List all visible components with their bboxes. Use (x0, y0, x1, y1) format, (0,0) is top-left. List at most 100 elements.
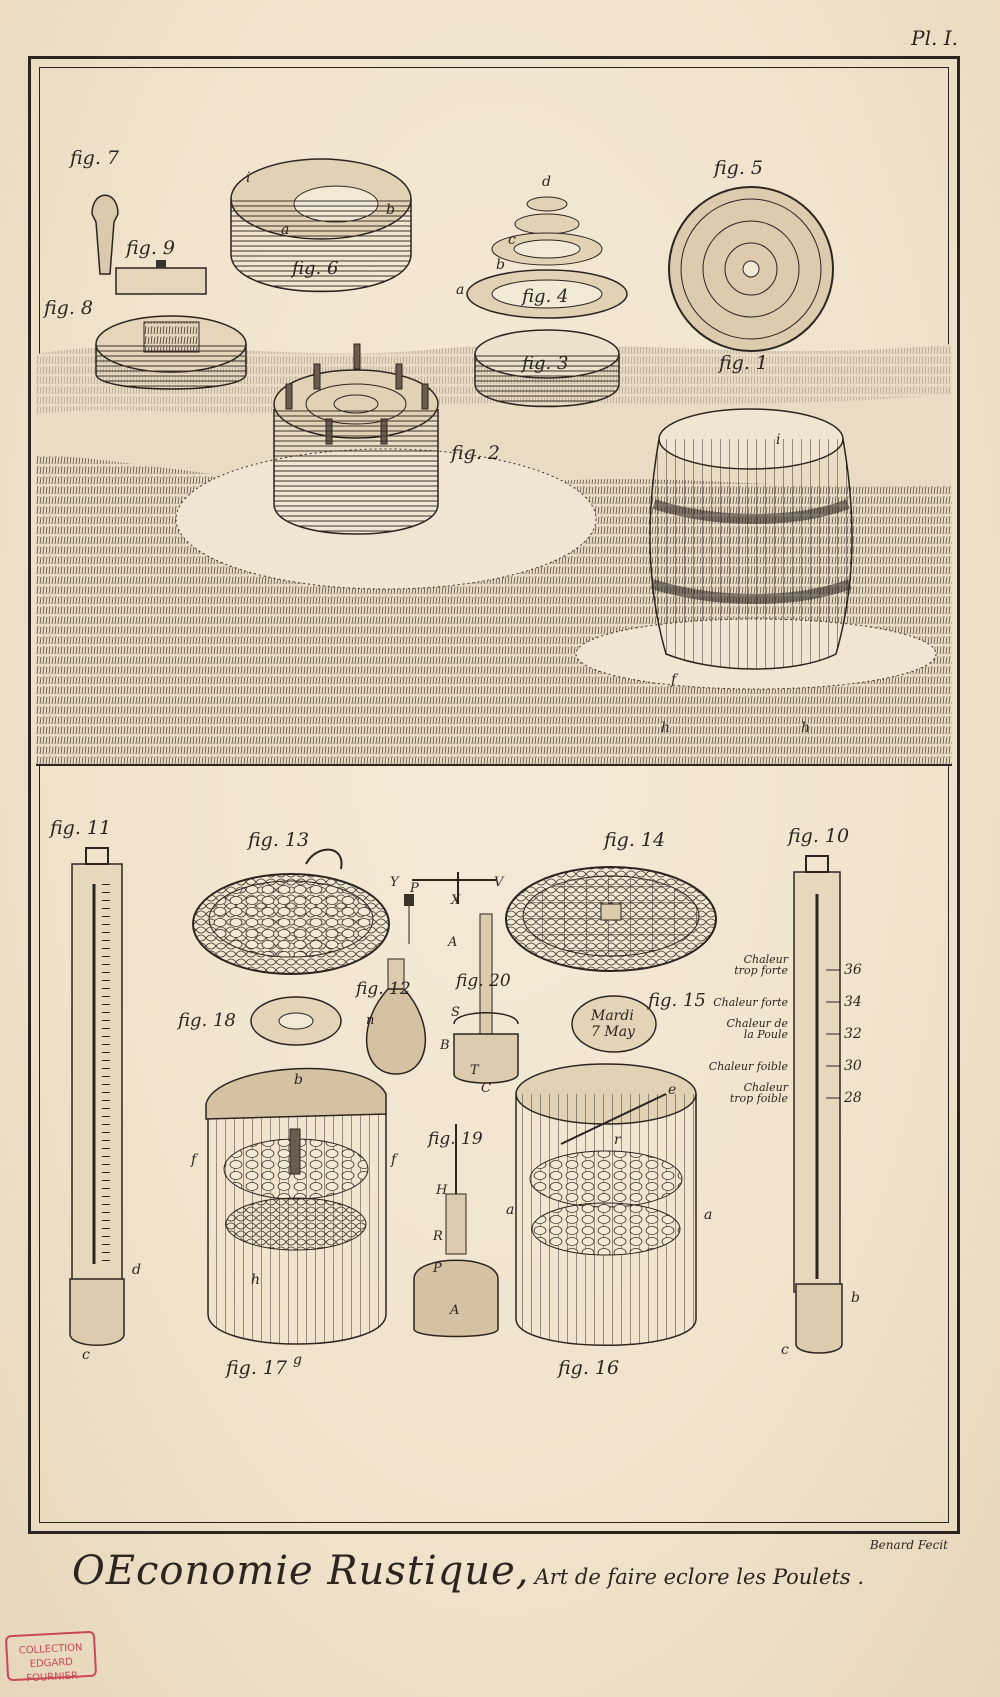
scale-value: 28 (843, 1090, 862, 1106)
plate-frame-inner (39, 67, 949, 1523)
fig14-lattice-basket: fig. 14 (505, 829, 717, 972)
scale-label: Chaleur forte (713, 996, 788, 1009)
fig16-label: fig. 16 (556, 1357, 619, 1379)
letter-c-2: c (82, 1347, 90, 1363)
letter-d: d (542, 174, 551, 190)
fig4-label: fig. 4 (520, 286, 568, 307)
letter-a-4: a (704, 1207, 712, 1223)
letter-c: c (508, 232, 516, 248)
letter-b-4: b (851, 1290, 860, 1306)
plate-number: Pl. I. (911, 26, 958, 50)
stamp-line-2: EDGARD FOURNIER (26, 1656, 79, 1685)
fig20-label: fig. 20 (454, 971, 511, 991)
letter-R: R (432, 1229, 443, 1244)
letter-e: e (668, 1082, 676, 1098)
letter-n: n (366, 1013, 374, 1028)
letter-g: g (293, 1352, 302, 1368)
fig8-grille-box: fig. 8 fig. 9 (42, 237, 247, 390)
fig3-fig4-rings: fig. 4 fig. 3 d c a b (456, 174, 628, 408)
letter-X: X (450, 893, 461, 908)
fig20-apparatus: fig. 20 Y X V P A S B T C (390, 872, 519, 1096)
egg-label-day: Mardi (590, 1008, 634, 1024)
letter-T: T (470, 1063, 480, 1078)
fig1-barrel: fig. 1 i f h h (649, 352, 853, 736)
fig8-label: fig. 8 (42, 297, 93, 319)
fig18-ring: fig. 18 (176, 996, 342, 1046)
letter-h-2: h (801, 720, 810, 736)
letter-f-3: f (390, 1152, 399, 1168)
fig3-label: fig. 3 (520, 353, 568, 374)
fig18-label: fig. 18 (176, 1010, 236, 1031)
fig2-pegged-lid: fig. 2 (273, 343, 500, 535)
fig14-label: fig. 14 (602, 829, 665, 851)
fig10-label: fig. 10 (786, 825, 849, 847)
letter-b: b (386, 202, 395, 218)
letter-A-2: A (449, 1303, 459, 1318)
collection-stamp: COLLECTION EDGARD FOURNIER (4, 1630, 98, 1684)
letter-H: H (435, 1183, 448, 1198)
fig13-label: fig. 13 (246, 829, 309, 851)
fig7-stopper: fig. 7 (68, 147, 120, 275)
scale-value: 32 (844, 1026, 862, 1042)
letter-V: V (494, 875, 505, 890)
fig7-label: fig. 7 (68, 147, 120, 169)
letter-h-3: h (251, 1272, 260, 1288)
fig19-bottle: fig. 19 H R P A (413, 1124, 499, 1338)
fig11-label: fig. 11 (48, 817, 111, 839)
fig1-label: fig. 1 (717, 352, 768, 374)
scale-label: Chaleur (744, 953, 789, 966)
fig5-round-lid: fig. 5 (668, 157, 834, 352)
letter-C: C (481, 1081, 491, 1096)
letter-a-3: a (506, 1202, 514, 1218)
scale-label: Chaleur (744, 1081, 789, 1094)
letter-S: S (451, 1005, 460, 1020)
letter-P-2: P (432, 1261, 442, 1276)
letter-b-3: b (294, 1072, 303, 1088)
fig17-label: fig. 17 (224, 1357, 288, 1379)
fig13-egg-basket: fig. 13 (192, 829, 390, 975)
letter-f: f (670, 672, 679, 688)
scale-value: 34 (844, 994, 862, 1010)
letter-A: A (447, 935, 457, 950)
scale-label: trop foible (730, 1092, 789, 1105)
fig9-label: fig. 9 (124, 237, 175, 259)
scale-label: la Poule (744, 1028, 789, 1041)
fig15-dated-egg: Mardi 7 May fig. 15 (571, 990, 706, 1053)
scale-label: Chaleur de (727, 1017, 789, 1030)
plate-title: OEconomie Rustique, (72, 1548, 530, 1594)
egg-label-date: 7 May (591, 1024, 636, 1040)
fig6-label: fig. 6 (290, 258, 338, 279)
bottom-engraving: fig. 11 d c fig. 13 fig. 14 fig (48, 817, 862, 1379)
fig2-label: fig. 2 (449, 442, 500, 464)
scale-label: trop forte (734, 964, 788, 977)
scale-value: 36 (844, 962, 862, 978)
fig17-cutaway-incubator: fig. 17 b f f h g (190, 1067, 399, 1379)
fig15-label: fig. 15 (646, 990, 706, 1011)
top-engraving: fig. 7 fig. 8 fig. 9 fig. 6 i a b (36, 147, 952, 764)
letter-d-2: d (132, 1262, 141, 1278)
letter-f-2: f (190, 1152, 199, 1168)
fig19-label: fig. 19 (426, 1129, 483, 1149)
letter-P: P (409, 881, 419, 896)
engraver-credit: Benard Fecit (869, 1538, 948, 1552)
fig11-thermometer: fig. 11 d c (48, 817, 141, 1363)
panel-divider (36, 764, 952, 766)
fig12-flask: fig. 12 n (354, 958, 426, 1075)
letter-a: a (281, 222, 289, 238)
letter-c-3: c (781, 1342, 789, 1358)
letter-B: B (439, 1038, 450, 1053)
letter-b-2: b (496, 257, 505, 273)
letter-i: i (246, 170, 250, 186)
letter-h: h (661, 720, 670, 736)
fig6-cutaway-lid: fig. 6 i a b (230, 158, 412, 293)
letter-Y: Y (390, 875, 400, 890)
letter-r: r (614, 1132, 622, 1148)
scale-value: 30 (844, 1058, 862, 1074)
fig12-label: fig. 12 (354, 979, 411, 999)
plate-caption: OEconomie Rustique, Art de faire eclore … (72, 1548, 864, 1594)
fig5-label: fig. 5 (712, 157, 763, 179)
letter-i-2: i (776, 432, 780, 448)
